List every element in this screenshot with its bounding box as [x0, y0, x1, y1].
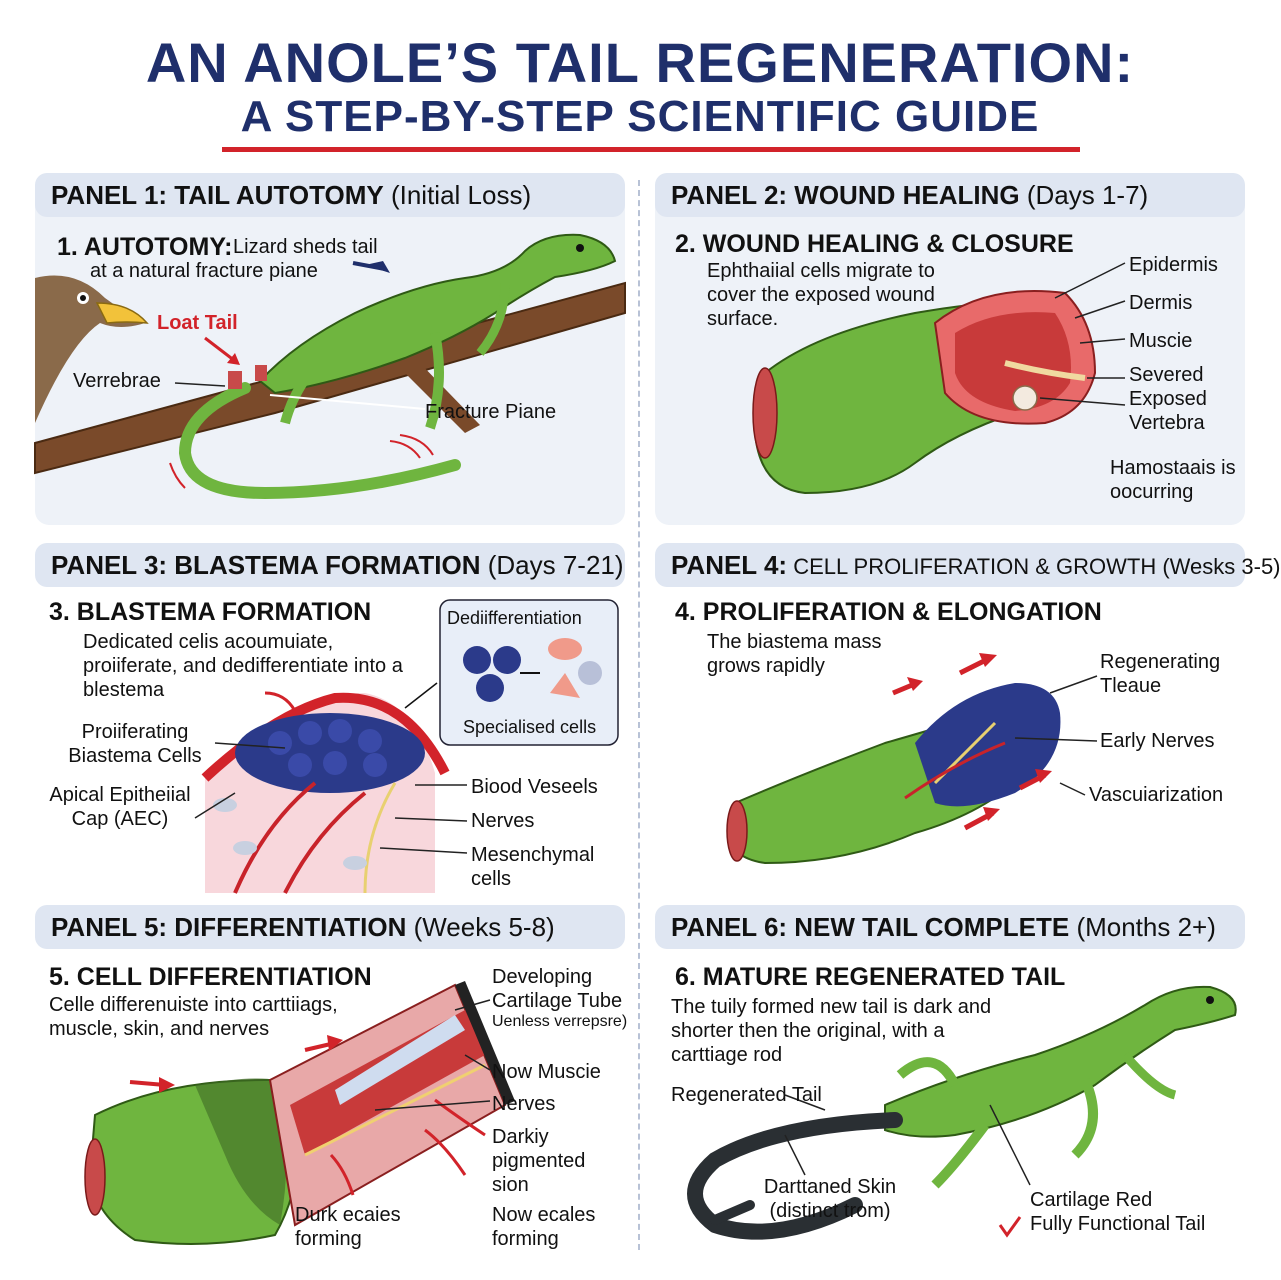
- panel-2: PANEL 2: WOUND HEALING (Days 1-7) 2. WOU…: [655, 173, 1245, 525]
- vertebrae-break: [228, 371, 242, 389]
- panel-6-step: 6. MATURE REGENERATED TAIL: [675, 963, 1066, 991]
- pigmented-skin: [455, 981, 515, 1105]
- panel-5-desc: Celle differenuiste into carttiiags, mus…: [49, 994, 338, 1040]
- subtitle: A STEP-BY-STEP SCIENTIFIC GUIDE: [240, 92, 1040, 141]
- center-divider: [638, 180, 640, 1250]
- panel-4-step: 4. PROLIFERATION & ELONGATION: [675, 598, 1102, 626]
- aec-label: Apical Epitheiial Cap (AEC): [49, 784, 191, 830]
- exposed-vertebra: [1012, 385, 1038, 411]
- panel-5-illustration: [84, 981, 515, 1245]
- vessel: [904, 741, 1006, 800]
- check-icon: [998, 1216, 1022, 1238]
- panel-5-step: 5. CELL DIFFERENTIATION: [49, 963, 372, 991]
- cartilage-tube-label: Developing Cartilage Tube: [492, 966, 623, 1012]
- lizard-eye: [576, 244, 584, 252]
- nerves-label-5: Nerves: [492, 1093, 556, 1115]
- proliferating-cells-label: Proiiferating Biastema Cells: [68, 721, 202, 767]
- panel-4-header: PANEL 4: CELL PROLIFERATION & GROWTH (We…: [655, 543, 1281, 587]
- regenerated-tail: [687, 1112, 903, 1240]
- cartilage-rod-label: Cartilage Red: [1030, 1189, 1153, 1211]
- cartilage-note: Uenless verrepsre): [492, 1013, 628, 1030]
- panel-2-header: PANEL 2: WOUND HEALING (Days 1-7): [655, 173, 1245, 217]
- vertebra-label: Severed Exposed Vertebra: [1129, 364, 1207, 434]
- panel-3-illustration: [194, 599, 619, 894]
- severed-vertebra: [1004, 360, 1086, 381]
- panel-1-step: 1. AUTOTOMY:: [57, 233, 233, 261]
- muscle-tissue: [955, 312, 1071, 411]
- pigmented-skin-label: Darkiy pigmented sion: [492, 1126, 586, 1196]
- panel-2-desc: Ephthaiial cells migrate to cover the ex…: [707, 260, 935, 330]
- bird-head: [35, 275, 145, 423]
- dark-scales: [195, 1078, 287, 1225]
- panel-3-header: PANEL 3: BLASTEMA FORMATION (Days 7-21): [35, 543, 625, 587]
- blood-vessels-label: Biood Veseels: [471, 776, 598, 798]
- lizard-body: [258, 233, 617, 395]
- main-title: AN ANOLE’S TAIL REGENERATION:: [145, 31, 1135, 94]
- panel-1-desc: Lizard sheds tail: [233, 236, 378, 258]
- early-nerve: [933, 721, 997, 785]
- muscle-label: Muscie: [1129, 330, 1193, 352]
- dediff-label: Dediifferentiation: [447, 608, 582, 628]
- darkened-skin-label: Darttaned Skin (distinct trom): [763, 1176, 897, 1222]
- hemostasis-label: Hamostaais is oocurring: [1110, 457, 1236, 503]
- panel-2-step: 2. WOUND HEALING & CLOSURE: [675, 230, 1074, 258]
- panel-1-desc2: at a natural fracture piane: [90, 260, 318, 282]
- lizard-leg: [280, 339, 339, 425]
- lost-tail-label: Loat Tail: [157, 312, 238, 334]
- regenerating-tissue-label: Regenerating Tleaue: [1100, 651, 1221, 697]
- panel-4: PANEL 4: CELL PROLIFERATION & GROWTH (We…: [655, 543, 1281, 893]
- regenerating-mass: [915, 683, 1061, 807]
- panel-6-illustration: [687, 985, 1237, 1240]
- panel-1-illustration: [34, 233, 626, 500]
- shed-tail: [178, 382, 461, 500]
- panel-1-header: PANEL 1: TAIL AUTOTOMY (Initial Loss): [35, 173, 625, 217]
- new-scales-label: Now ecales forming: [492, 1204, 596, 1250]
- vertebrae-label: Verrebrae: [73, 370, 161, 392]
- panel-1: PANEL 1: TAIL AUTOTOMY (Initial Loss) 1.…: [34, 173, 626, 525]
- bird-beak: [95, 302, 149, 324]
- nerves-label: Nerves: [471, 810, 535, 832]
- panel-6-desc: The tuily formed new tail is dark and sh…: [671, 996, 992, 1066]
- panel-2-illustration: [752, 262, 1126, 495]
- fully-functional-label: Fully Functional Tail: [1030, 1213, 1206, 1235]
- lost-tail-arrow: [204, 336, 236, 363]
- mesenchymal-label: Mesenchymal cells: [471, 844, 595, 890]
- regenerated-tail-label: Regenerated Tail: [671, 1084, 822, 1106]
- panel-5: PANEL 5: DIFFERENTIATION (Weeks 5-8) 5. …: [35, 905, 627, 1260]
- nerve-fiber: [304, 1063, 486, 1157]
- mature-lizard-body: [884, 985, 1237, 1138]
- specialised-label: Specialised cells: [463, 717, 597, 737]
- fracture-plane-label: Fracture Piane: [425, 401, 557, 423]
- panel-4-desc: The biastema mass grows rapidly: [707, 631, 882, 677]
- early-nerves-label: Early Nerves: [1100, 730, 1215, 752]
- panel-4-illustration: [726, 653, 1098, 865]
- panel-3: PANEL 3: BLASTEMA FORMATION (Days 7-21) …: [35, 543, 625, 894]
- dermis-label: Dermis: [1129, 292, 1193, 314]
- title-underline: [222, 147, 1080, 152]
- cartilage-tube: [335, 1015, 465, 1105]
- panel-3-step: 3. BLASTEMA FORMATION: [49, 598, 372, 626]
- epidermis-label: Epidermis: [1129, 254, 1218, 276]
- panel-5-header: PANEL 5: DIFFERENTIATION (Weeks 5-8): [35, 905, 625, 949]
- panel-6-header: PANEL 6: NEW TAIL COMPLETE (Months 2+): [655, 905, 1245, 949]
- vascularization-label: Vascuiarization: [1089, 784, 1224, 806]
- panel-3-desc: Dedicated celis acoumuiate, proiiferate,…: [83, 631, 403, 701]
- dark-scales-label: Durk ecaies forming: [295, 1204, 401, 1250]
- panel-6: PANEL 6: NEW TAIL COMPLETE (Months 2+) 6…: [655, 905, 1245, 1260]
- new-muscle-label: Now Muscie: [492, 1061, 601, 1083]
